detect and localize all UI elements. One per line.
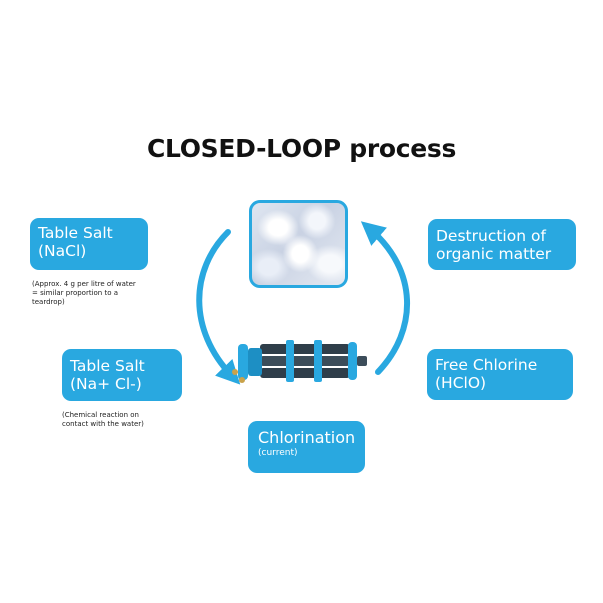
diagram-title: CLOSED-LOOP process <box>146 134 457 163</box>
box-chlorination-line1: Chlorination <box>258 428 356 447</box>
box-chlorination: Chlorination (current) <box>248 421 365 473</box>
note-salt-ions: (Chemical reaction on contact with the w… <box>62 411 182 429</box>
box-destruction-organic-matter: Destruction of organic matter <box>428 219 576 270</box>
box-table-salt-line1: Table Salt <box>38 224 113 242</box>
electrolysis-cell-image <box>232 340 367 383</box>
note-table-salt: (Approx. 4 g per litre of water = simila… <box>32 280 162 307</box>
box-free-chlorine: Free Chlorine (HClO) <box>427 349 573 400</box>
note-ions-line: (Chemical reaction on <box>62 411 139 419</box>
salt-crystals-image <box>249 200 348 288</box>
box-free-chlorine-line1: Free Chlorine <box>435 356 538 374</box>
note-salt-line: teardrop) <box>32 298 65 306</box>
box-salt-ions-line2: (Na+ Cl-) <box>70 375 142 393</box>
note-salt-line: = similar proportion to a <box>32 289 119 297</box>
box-table-salt-line2: (NaCl) <box>38 242 87 260</box>
box-free-chlorine-line2: (HClO) <box>435 374 487 392</box>
box-table-salt: Table Salt (NaCl) <box>30 218 148 270</box>
note-ions-line: contact with the water) <box>62 420 144 428</box>
note-salt-line: (Approx. 4 g per litre of water <box>32 280 136 288</box>
box-table-salt-ions: Table Salt (Na+ Cl-) <box>62 349 182 401</box>
box-chlorination-sub: (current) <box>258 448 298 458</box>
box-destruction-line1: Destruction of <box>436 227 546 245</box>
box-salt-ions-line1: Table Salt <box>70 357 145 375</box>
box-destruction-line2: organic matter <box>436 245 552 263</box>
arrow-left <box>196 229 241 385</box>
arrow-right <box>360 221 410 375</box>
